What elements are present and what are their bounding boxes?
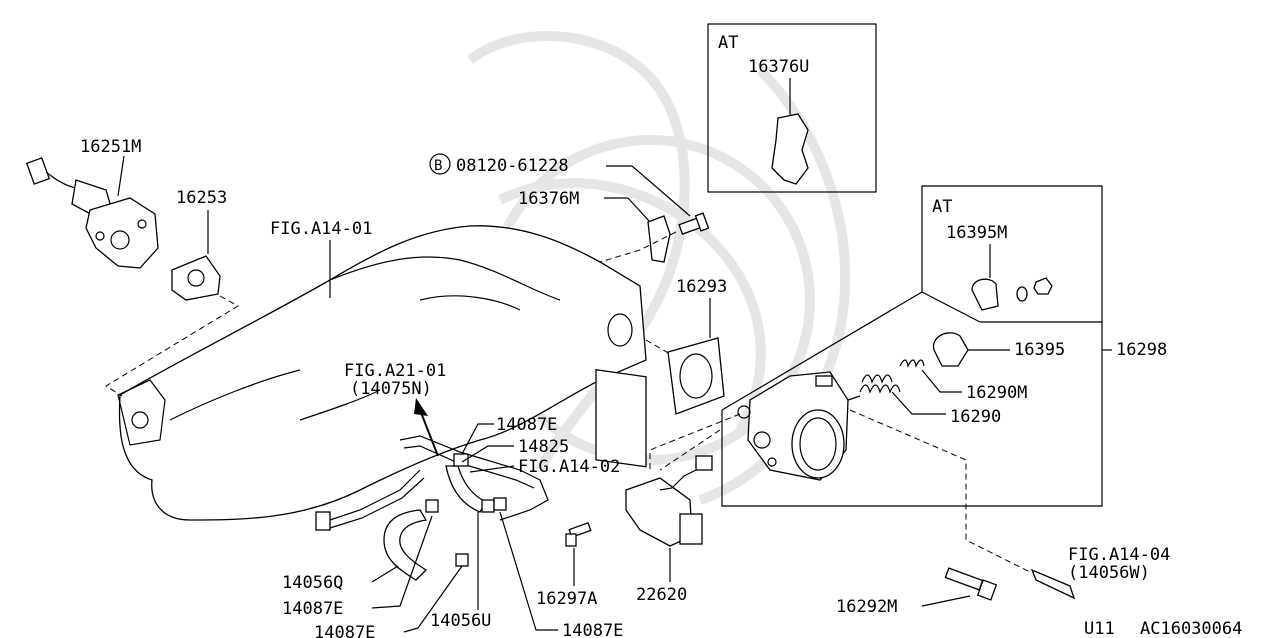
- spring-16290M: [899, 359, 925, 368]
- label-14087E-d: 14087E: [562, 621, 623, 638]
- at-box-top: [707, 23, 877, 193]
- gasket-16293: [667, 337, 725, 415]
- label-16395: 16395: [1014, 340, 1065, 360]
- label-16251M: 16251M: [80, 137, 141, 157]
- hose-14056U: [445, 465, 487, 513]
- label-fig-a21-01: FIG.A21-01: [344, 361, 446, 381]
- clamp-c: [481, 499, 495, 513]
- switch-16395: [932, 332, 969, 367]
- arrow-shaft: [419, 409, 439, 457]
- hose-14056Q: [383, 509, 428, 581]
- spring-16290: [859, 374, 901, 394]
- label-22620: 22620: [636, 585, 687, 605]
- label-16376M: 16376M: [518, 189, 579, 209]
- clamp-b: [455, 553, 469, 567]
- nut-icon: [1033, 277, 1053, 295]
- hose-14056W: [1030, 568, 1076, 600]
- clamp-a: [425, 499, 439, 513]
- label-14087E-b: 14087E: [282, 599, 343, 619]
- label-16293: 16293: [676, 277, 727, 297]
- clamp-d: [493, 497, 507, 511]
- intake-manifold: [117, 225, 647, 521]
- arrow-head: [414, 398, 428, 416]
- washer-icon: [1016, 286, 1028, 302]
- at-top-label: AT: [718, 33, 738, 53]
- label-16395M: 16395M: [946, 223, 1007, 243]
- label-14056Q: 14056Q: [282, 573, 343, 593]
- bolt-16292M: [944, 567, 998, 601]
- label-16253: 16253: [176, 188, 227, 208]
- label-fig-a14-02: FIG.A14-02: [518, 457, 620, 477]
- label-fig-a14-04: FIG.A14-04: [1068, 545, 1170, 565]
- label-16376U: 16376U: [748, 57, 809, 77]
- label-fig-a14-01: FIG.A14-01: [270, 219, 372, 239]
- label-16297A: 16297A: [536, 589, 597, 609]
- label-14056W: (14056W): [1068, 563, 1150, 583]
- bolt-b-letter: B: [434, 158, 442, 174]
- throttle-position-sensor-22620: [625, 455, 713, 547]
- label-14056U: 14056U: [430, 611, 491, 631]
- label-16290: 16290: [950, 407, 1001, 427]
- label-14825: 14825: [518, 437, 569, 457]
- label-16298: 16298: [1116, 340, 1167, 360]
- clamp-e: [453, 453, 469, 467]
- throttle-body: [737, 371, 861, 481]
- pipe-end-left: [315, 511, 331, 531]
- switch-16395M: [971, 278, 999, 311]
- label-14087E-c: 14087E: [314, 623, 375, 638]
- label-16292M: 16292M: [836, 597, 897, 617]
- gasket-16253: [171, 255, 221, 301]
- idle-air-valve-16251M: [25, 157, 159, 269]
- bolt-b-marker: [429, 153, 451, 175]
- page-reference: U11: [1084, 619, 1115, 638]
- bracket-16376U: [771, 113, 809, 185]
- at-right-label: AT: [932, 197, 952, 217]
- label-14087E-top: 14087E: [496, 415, 557, 435]
- label-08120-61228: 08120-61228: [456, 156, 569, 176]
- diagram-code: AC16030064: [1140, 619, 1242, 638]
- label-14075N: (14075N): [350, 379, 432, 399]
- label-16290M: 16290M: [966, 383, 1027, 403]
- bracket-16376M: [647, 215, 671, 263]
